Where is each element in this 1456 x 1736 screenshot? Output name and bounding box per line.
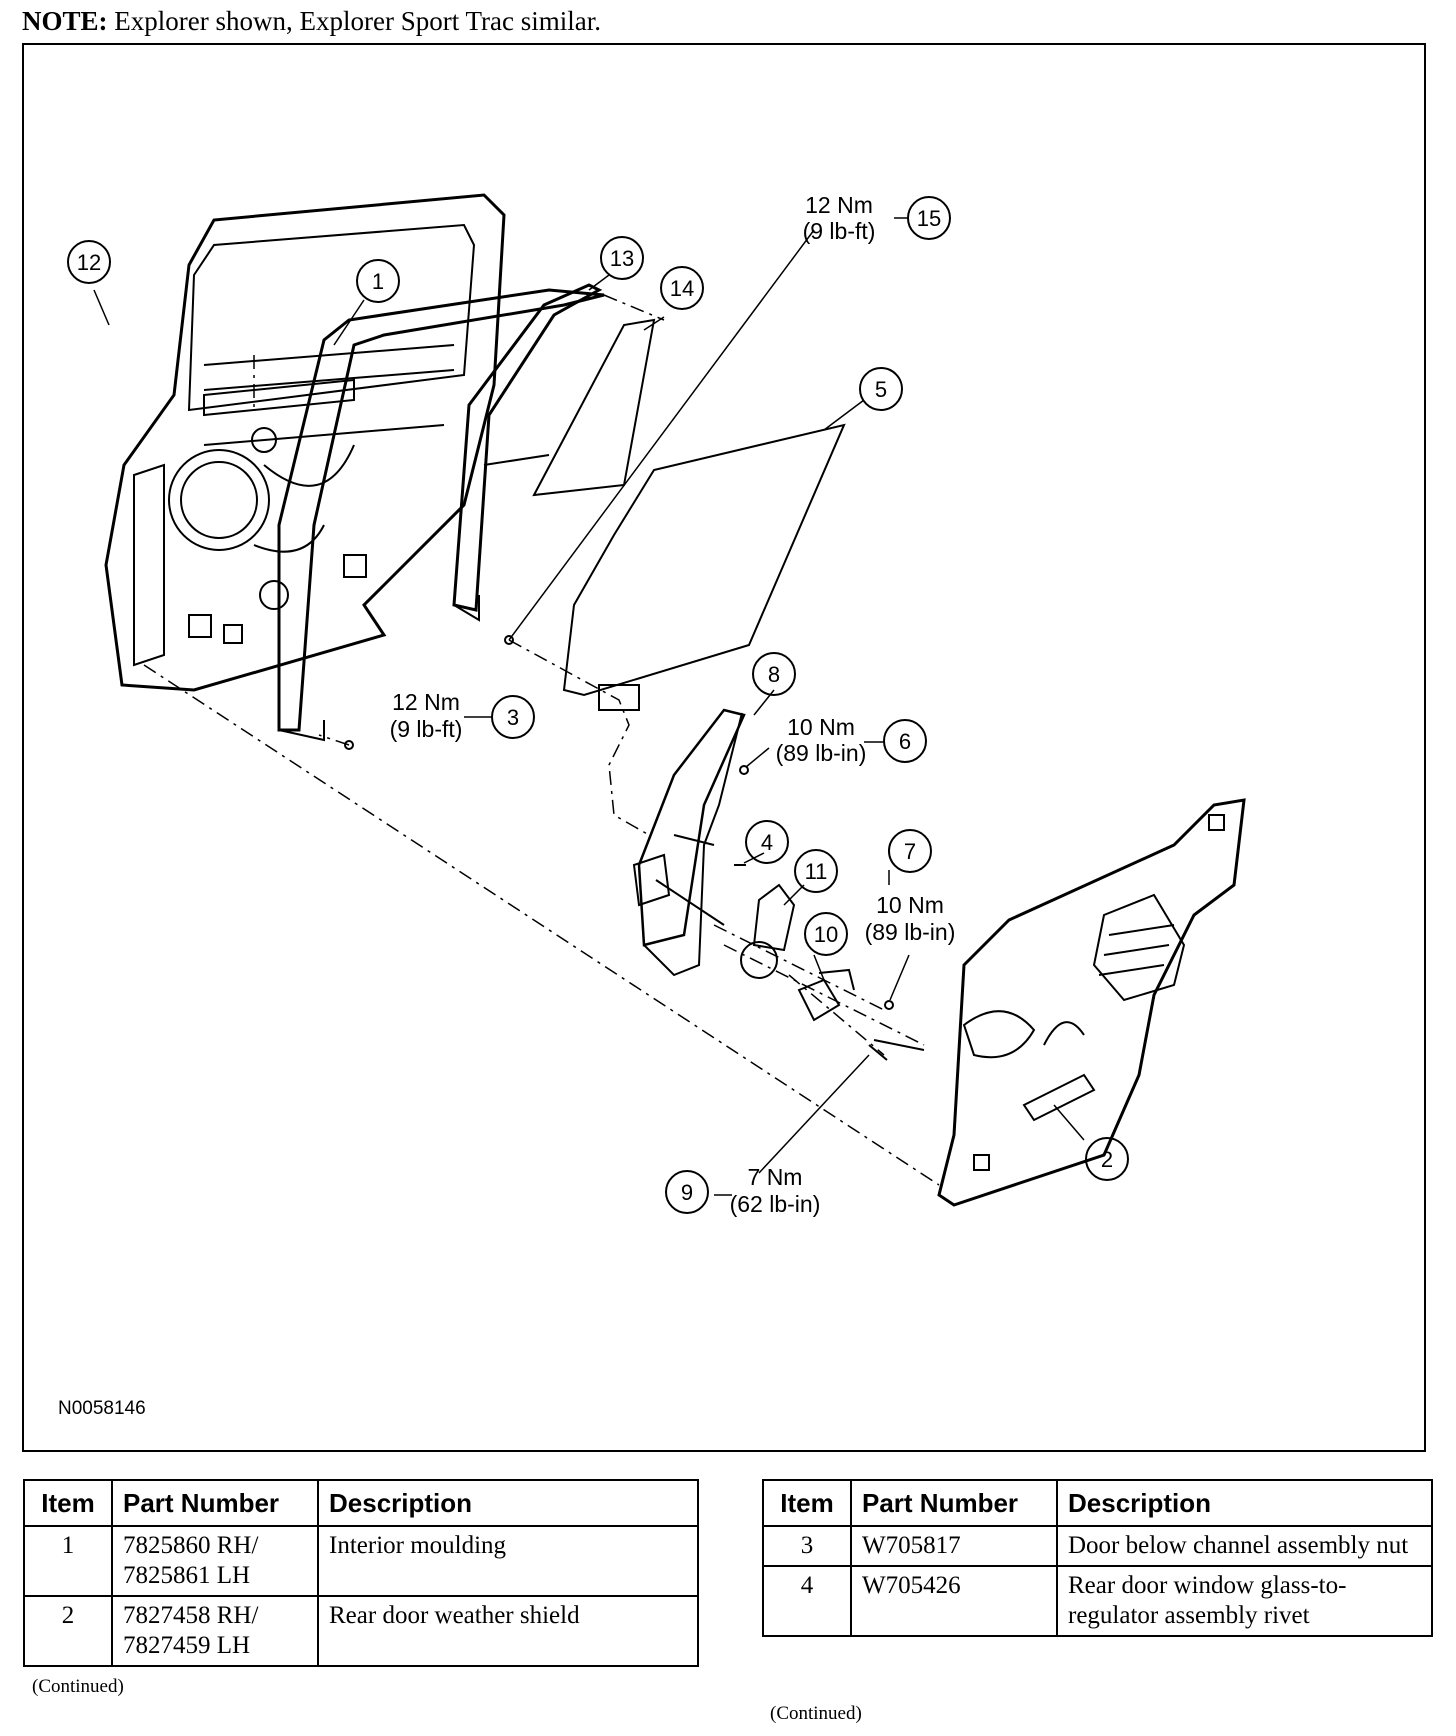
nut-15	[504, 635, 514, 645]
callout-1	[356, 259, 400, 303]
interior-moulding	[277, 288, 605, 742]
header-description: Description	[317, 1479, 699, 1527]
table-row: 2 7827458 RH/ 7827459 LH Rear door weath…	[23, 1595, 699, 1667]
callout-4	[745, 820, 789, 864]
glass-run-channel	[452, 283, 603, 622]
leader-lines	[93, 217, 1085, 1196]
callout-3	[491, 695, 535, 739]
callout-12-label: 12	[77, 250, 101, 275]
header-description: Description	[1056, 1479, 1433, 1527]
nut-3	[344, 740, 354, 750]
torque-6-imp: (89 lb-in)	[776, 740, 867, 766]
torque-7-nm: 10 Nm	[876, 892, 944, 918]
torque-6-nm: 10 Nm	[787, 714, 855, 740]
bolt-9	[868, 1044, 888, 1061]
bolt-7	[884, 1000, 894, 1010]
callout-9	[665, 1170, 709, 1214]
callout-9-label: 9	[681, 1180, 693, 1205]
page-note: NOTE: Explorer shown, Explorer Sport Tra…	[22, 6, 601, 37]
header-item: Item	[762, 1479, 852, 1527]
torque-9-imp: (62 lb-in)	[730, 1191, 821, 1217]
row-item: 3	[762, 1525, 852, 1567]
callout-12	[67, 240, 111, 284]
callout-6	[883, 719, 927, 763]
callout-8	[752, 652, 796, 696]
row-item: 1	[23, 1525, 113, 1597]
rear-door-weather-shield	[937, 798, 1246, 1207]
continued-left: (Continued)	[32, 1676, 124, 1697]
torque-3-nm: 12 Nm	[392, 689, 460, 715]
torque-15-imp: (9 lb-ft)	[803, 218, 876, 244]
motor-module-bracket	[797, 968, 855, 1022]
door-window-glass	[562, 423, 846, 711]
row-item: 2	[23, 1595, 113, 1667]
row-part-number: W705426	[850, 1565, 1058, 1637]
callout-1-label: 1	[372, 269, 384, 294]
note-text: Explorer shown, Explorer Sport Trac simi…	[114, 6, 601, 36]
header-part-number: Part Number	[111, 1479, 319, 1527]
table-row: 3 W705817 Door below channel assembly nu…	[762, 1525, 1433, 1567]
callout-13	[600, 236, 644, 280]
part-number-line: W705817	[862, 1532, 961, 1559]
parts-table-left: Item Part Number Description 1 7825860 R…	[23, 1479, 699, 1667]
row-description: Rear door window glass-to-regulator asse…	[1056, 1565, 1433, 1637]
callouts	[67, 196, 1129, 1214]
callout-7	[888, 829, 932, 873]
callout-2-label: 2	[1101, 1147, 1113, 1172]
callout-15	[907, 196, 951, 240]
window-motor	[740, 883, 796, 979]
fixed-glass	[532, 318, 656, 497]
callout-14	[660, 266, 704, 310]
part-number-line: W705426	[862, 1572, 961, 1599]
note-label: NOTE:	[22, 6, 108, 36]
bolt-6	[739, 765, 749, 775]
callout-8-label: 8	[768, 662, 780, 687]
callout-14-label: 14	[670, 276, 694, 301]
part-number-line: 7825861 LH	[123, 1562, 251, 1589]
callout-11	[794, 849, 838, 893]
continued-right: (Continued)	[770, 1703, 862, 1724]
torque-7-imp: (89 lb-in)	[865, 919, 956, 945]
door-exploded-view: 1 2 3 4 5 6 7 8 9 10 11 12 13 14 15 12 N…	[67, 192, 1246, 1217]
assembly-lines	[143, 294, 940, 1186]
row-item: 4	[762, 1565, 852, 1637]
row-description: Rear door weather shield	[317, 1595, 699, 1667]
row-description: Interior moulding	[317, 1525, 699, 1597]
callout-13-label: 13	[610, 246, 634, 271]
part-number-line: 7827459 LH	[123, 1632, 251, 1659]
exploded-diagram: 1 2 3 4 5 6 7 8 9 10 11 12 13 14 15 12 N…	[22, 43, 1426, 1452]
callout-5-label: 5	[875, 377, 887, 402]
torque-15-nm: 12 Nm	[805, 192, 873, 218]
callout-10-label: 10	[814, 922, 838, 947]
row-part-number: 7827458 RH/ 7827459 LH	[111, 1595, 319, 1667]
row-description: Door below channel assembly nut	[1056, 1525, 1433, 1567]
torque-9-nm: 7 Nm	[748, 1164, 803, 1190]
torque-3-imp: (9 lb-ft)	[390, 716, 463, 742]
callout-4-label: 4	[761, 830, 773, 855]
callout-5	[859, 367, 903, 411]
callout-2	[1085, 1137, 1129, 1181]
callout-6-label: 6	[899, 729, 911, 754]
callout-3-label: 3	[507, 705, 519, 730]
callout-10	[804, 912, 848, 956]
table-row: 1 7825860 RH/ 7825861 LH Interior mouldi…	[23, 1525, 699, 1597]
callout-15-label: 15	[917, 206, 941, 231]
row-part-number: W705817	[850, 1525, 1058, 1567]
row-part-number: 7825860 RH/ 7825861 LH	[111, 1525, 319, 1597]
header-item: Item	[23, 1479, 113, 1527]
part-number-line: 7827458 RH/	[123, 1602, 259, 1629]
callout-11-label: 11	[805, 859, 828, 884]
table-row: 4 W705426 Rear door window glass-to-regu…	[762, 1565, 1433, 1637]
part-number-line: 7825860 RH/	[123, 1532, 259, 1559]
figure-id: N0058146	[58, 1398, 146, 1419]
bolt-7b	[873, 1039, 925, 1051]
parts-table-right: Item Part Number Description 3 W705817 D…	[762, 1479, 1433, 1637]
window-regulator	[632, 708, 746, 977]
callout-7-label: 7	[904, 839, 916, 864]
door-inner-panel	[104, 193, 506, 692]
header-part-number: Part Number	[850, 1479, 1058, 1527]
